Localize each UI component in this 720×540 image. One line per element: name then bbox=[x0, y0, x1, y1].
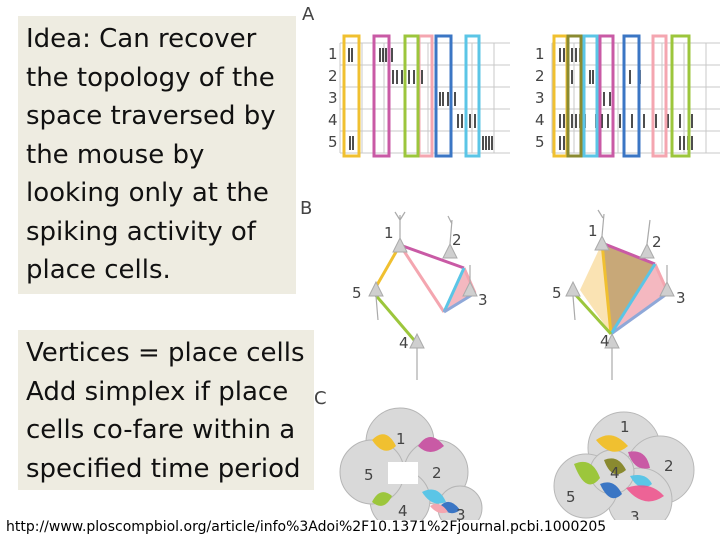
idea-line: spiking activity of bbox=[26, 216, 256, 247]
node-label: 4 bbox=[399, 334, 409, 352]
place-fields-left: 1 2 3 4 5 bbox=[339, 407, 483, 520]
definition-line: Add simplex if place bbox=[26, 376, 289, 407]
node-label: 5 bbox=[552, 284, 562, 302]
cofiring-windows-right bbox=[552, 34, 691, 158]
field-label: 3 bbox=[456, 506, 466, 520]
node-label: 1 bbox=[384, 224, 394, 242]
row-number: 2 bbox=[328, 67, 338, 85]
raster-grid-left bbox=[339, 42, 510, 154]
raster-grid-right bbox=[551, 42, 720, 154]
row-number: 3 bbox=[328, 89, 338, 107]
panel-a-label: A bbox=[302, 4, 315, 25]
source-url[interactable]: http://www.ploscompbiol.org/article/info… bbox=[6, 519, 607, 535]
row-number: 5 bbox=[328, 133, 338, 151]
row-number: 4 bbox=[535, 111, 545, 129]
definition-text-box: Vertices = place cells Add simplex if pl… bbox=[18, 330, 314, 490]
idea-line: place cells. bbox=[26, 255, 171, 285]
node-label: 2 bbox=[652, 233, 662, 251]
field-label: 2 bbox=[432, 464, 442, 482]
field-label: 1 bbox=[396, 430, 406, 448]
node-label: 2 bbox=[452, 231, 462, 249]
field-label: 3 bbox=[630, 508, 640, 520]
field-label: 2 bbox=[664, 457, 674, 475]
idea-line: the mouse by bbox=[26, 139, 205, 170]
place-cell-figure: A B C 1 2 3 4 5 1 2 3 4 5 bbox=[300, 4, 720, 520]
idea-line: space traversed by bbox=[26, 101, 276, 131]
cofiring-windows-left bbox=[342, 34, 481, 158]
idea-line: the topology of the bbox=[26, 62, 275, 93]
node-label: 5 bbox=[352, 284, 362, 302]
definition-line: cells co-fare within a bbox=[26, 415, 296, 445]
row-numbers-right: 1 2 3 4 5 bbox=[535, 45, 545, 151]
row-numbers-left: 1 2 3 4 5 bbox=[328, 45, 338, 151]
idea-line: Idea: Can recover bbox=[26, 24, 257, 54]
row-number: 5 bbox=[535, 133, 545, 151]
row-number: 2 bbox=[535, 67, 545, 85]
idea-text-box: Idea: Can recover the topology of the sp… bbox=[18, 16, 296, 294]
panel-c-label: C bbox=[314, 388, 327, 409]
panel-b-label: B bbox=[300, 198, 312, 219]
node-label: 1 bbox=[588, 222, 598, 240]
node-label: 3 bbox=[478, 291, 488, 309]
row-number: 4 bbox=[328, 111, 338, 129]
idea-line: looking only at the bbox=[26, 178, 269, 208]
place-cell-graph-right: 1 2 3 4 5 bbox=[552, 209, 686, 380]
field-label: 4 bbox=[398, 502, 408, 520]
place-fields-right: 1 2 3 4 5 bbox=[553, 411, 695, 520]
field-label: 1 bbox=[620, 418, 630, 436]
definition-line: Vertices = place cells bbox=[26, 338, 305, 368]
place-cell-graph-left: 1 2 3 4 5 bbox=[352, 211, 488, 380]
node-label: 3 bbox=[676, 289, 686, 307]
field-label: 5 bbox=[364, 466, 374, 484]
row-number: 1 bbox=[535, 45, 545, 63]
node-label: 4 bbox=[600, 332, 610, 350]
field-label: 5 bbox=[566, 488, 576, 506]
field-label: 4 bbox=[610, 464, 620, 482]
row-number: 3 bbox=[535, 89, 545, 107]
row-number: 1 bbox=[328, 45, 338, 63]
definition-line: specified time period bbox=[26, 453, 301, 484]
